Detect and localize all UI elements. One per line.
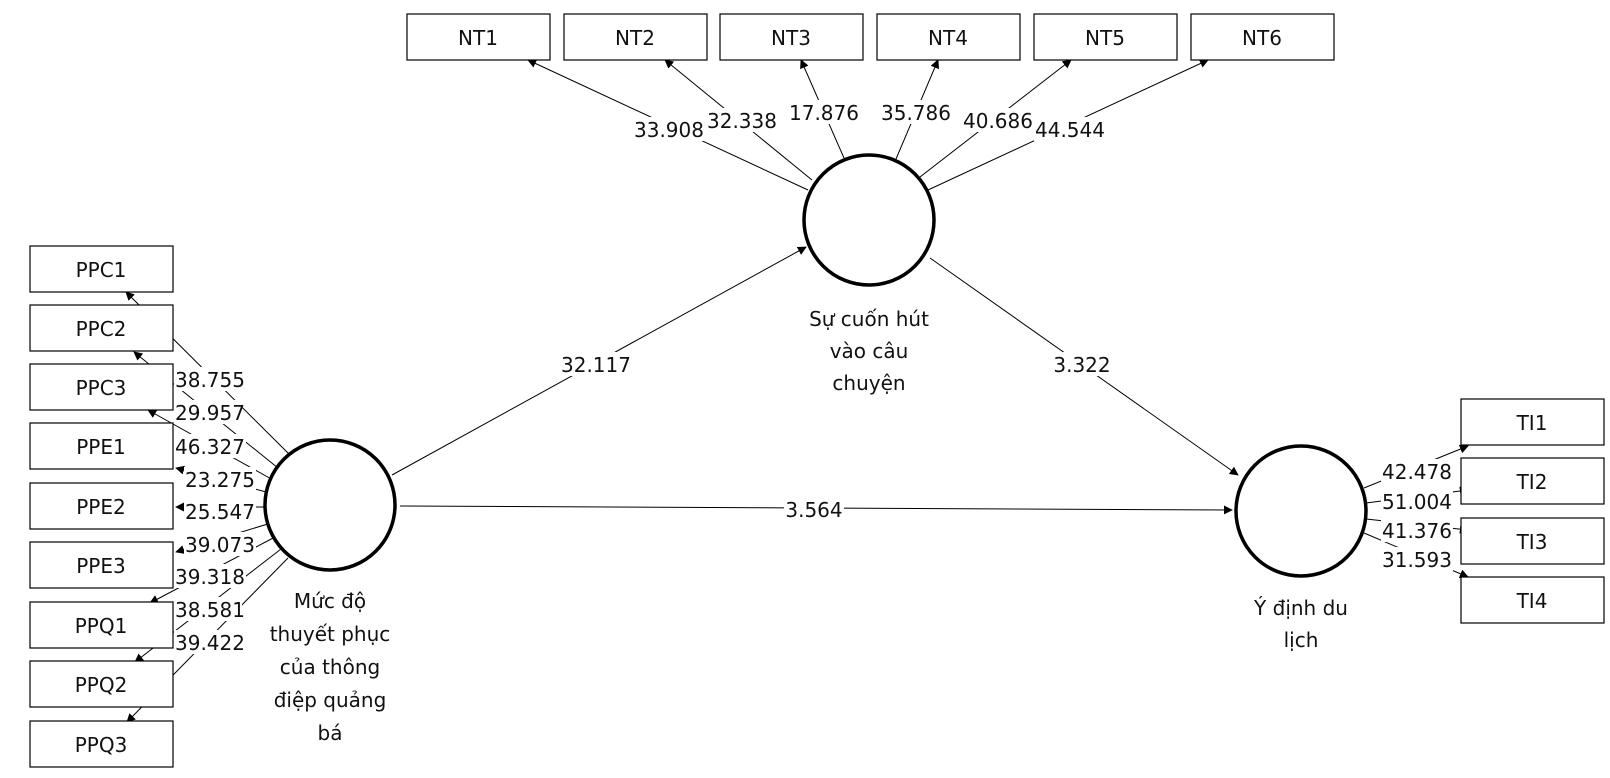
indicator-box-ppq2[interactable]: PPQ2 [29, 660, 174, 708]
latent-construct-intention[interactable]: Ý định du lịch [1234, 444, 1368, 652]
loading-value-nt6: 44.544 [1035, 118, 1105, 142]
indicator-box-ti1[interactable]: TI1 [1460, 398, 1605, 446]
indicator-box-ppe1[interactable]: PPE1 [29, 422, 174, 470]
indicator-label: PPE2 [76, 495, 125, 519]
loading-value-ppq2: 38.581 [175, 598, 245, 622]
indicator-label: TI1 [1516, 411, 1548, 435]
indicator-label: TI3 [1516, 530, 1548, 554]
construct-label-line: Ý định du [1253, 596, 1348, 620]
construct-label-line: vào câu [830, 339, 909, 363]
indicator-box-nt5[interactable]: NT5 [1033, 13, 1178, 61]
loading-value-nt3: 17.876 [789, 101, 859, 125]
loading-value-ppe1: 23.275 [185, 468, 255, 492]
construct-label-line: lịch [1284, 628, 1319, 652]
persuasion-indicator-boxes: PPC1 PPC2 PPC3 PPE1 PPE2 PPE3 PPQ1 PPQ2 [29, 245, 174, 768]
indicator-box-ppe3[interactable]: PPE3 [29, 541, 174, 589]
indicator-label: PPQ1 [75, 614, 128, 638]
construct-label-line: chuyện [832, 371, 905, 395]
indicator-label: PPE3 [76, 554, 125, 578]
construct-label-line: điệp quảng [274, 688, 387, 712]
indicator-box-ti2[interactable]: TI2 [1460, 457, 1605, 505]
indicator-box-ti3[interactable]: TI3 [1460, 517, 1605, 565]
loading-value-ppc1: 38.755 [175, 368, 245, 392]
indicator-box-ppe2[interactable]: PPE2 [29, 482, 174, 530]
loading-value-ppe2: 25.547 [185, 500, 255, 524]
intention-loadings: 42.478 51.004 41.376 31.593 [1381, 459, 1453, 572]
indicator-label: NT6 [1242, 26, 1282, 50]
construct-label-line: của thông [280, 655, 380, 679]
construct-label-line: thuyết phục [270, 622, 391, 646]
indicator-label: NT3 [771, 26, 811, 50]
path-coefficients: 32.117 3.322 3.564 [561, 352, 1111, 522]
latent-construct-engagement[interactable]: Sự cuốn hút vào câu chuyện [802, 153, 936, 395]
path-value-persuasion-intention: 3.564 [785, 498, 842, 522]
intention-indicator-boxes: TI1 TI2 TI3 TI4 [1460, 398, 1605, 624]
path-value-engagement-intention: 3.322 [1053, 353, 1110, 377]
indicator-box-nt4[interactable]: NT4 [876, 13, 1021, 61]
indicator-box-nt1[interactable]: NT1 [406, 13, 551, 61]
indicator-box-ppc1[interactable]: PPC1 [29, 245, 174, 293]
construct-label-line: Mức độ [294, 589, 366, 613]
indicator-label: PPC1 [76, 258, 127, 282]
engagement-loadings: 33.908 32.338 17.876 35.786 40.686 44.54… [633, 100, 1106, 142]
indicator-label: PPQ2 [75, 673, 128, 697]
loading-value-nt1: 33.908 [634, 118, 704, 142]
loading-value-ppq1: 39.318 [175, 565, 245, 589]
engagement-indicator-boxes: NT1 NT2 NT3 NT4 NT5 NT6 [406, 13, 1335, 61]
indicator-label: NT4 [928, 26, 968, 50]
indicator-label: NT2 [615, 26, 655, 50]
loading-value-ti1: 42.478 [1382, 460, 1452, 484]
loading-value-ppq3: 39.422 [175, 631, 245, 655]
loading-value-ti3: 41.376 [1382, 519, 1452, 543]
persuasion-loadings: 38.755 29.957 46.327 23.275 25.547 39.07… [174, 367, 256, 655]
indicator-label: TI4 [1516, 589, 1548, 613]
indicator-label: PPE1 [76, 435, 125, 459]
construct-label-line: Sự cuốn hút [809, 307, 929, 331]
loading-value-ppc2: 29.957 [175, 401, 245, 425]
indicator-box-nt6[interactable]: NT6 [1190, 13, 1335, 61]
latent-construct-persuasion[interactable]: Mức độ thuyết phục của thông điệp quảng … [263, 438, 397, 745]
loading-value-ppe3: 39.073 [185, 533, 255, 557]
path-value-persuasion-engagement: 32.117 [561, 353, 631, 377]
loading-value-ti4: 31.593 [1382, 548, 1452, 572]
indicator-box-ppq3[interactable]: PPQ3 [29, 720, 174, 768]
loading-value-nt2: 32.338 [707, 109, 777, 133]
loading-value-ppc3: 46.327 [175, 435, 245, 459]
indicator-box-nt3[interactable]: NT3 [719, 13, 864, 61]
indicator-box-ppq1[interactable]: PPQ1 [29, 601, 174, 649]
loading-value-nt5: 40.686 [963, 109, 1033, 133]
indicator-box-ppc2[interactable]: PPC2 [29, 304, 174, 352]
construct-label-line: bá [318, 721, 343, 745]
indicator-box-ppc3[interactable]: PPC3 [29, 363, 174, 411]
indicator-label: TI2 [1516, 470, 1548, 494]
loading-value-nt4: 35.786 [881, 101, 951, 125]
indicator-box-ti4[interactable]: TI4 [1460, 576, 1605, 624]
indicator-label: NT5 [1085, 26, 1125, 50]
indicator-label: PPC3 [76, 376, 127, 400]
loading-value-ti2: 51.004 [1382, 490, 1452, 514]
indicator-label: NT1 [458, 26, 498, 50]
indicator-label: PPQ3 [75, 733, 128, 757]
indicator-box-nt2[interactable]: NT2 [563, 13, 708, 61]
indicator-label: PPC2 [76, 317, 127, 341]
